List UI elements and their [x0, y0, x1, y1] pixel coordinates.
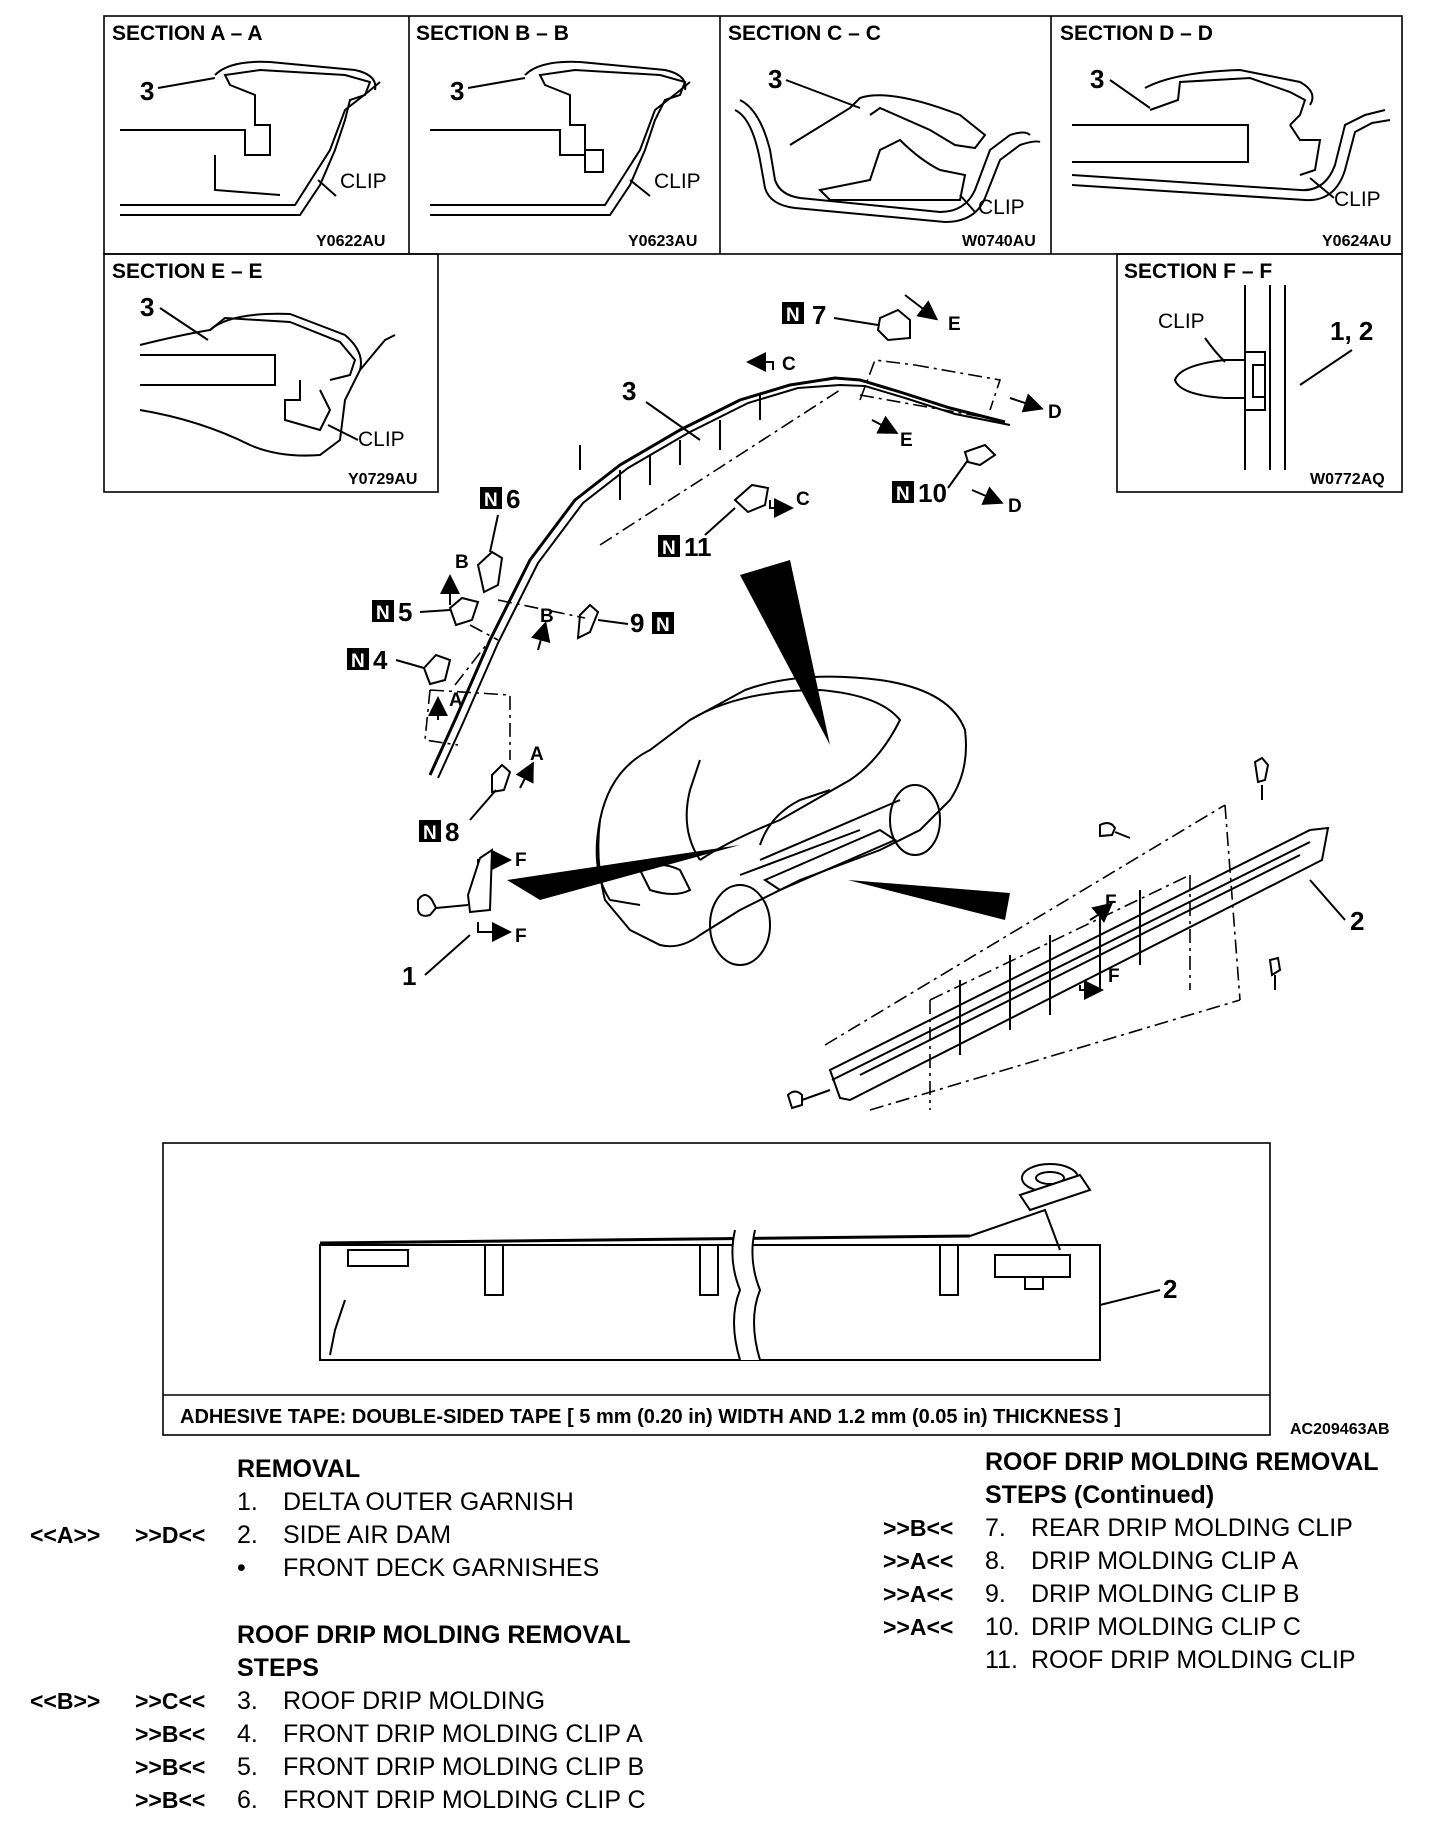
- section-e-code: Y0729AU: [348, 471, 417, 488]
- callout-11: 11: [684, 532, 712, 562]
- arrow-e1: E: [948, 314, 961, 335]
- section-a: SECTION A – A 3 CLIP Y0622AU: [112, 22, 387, 250]
- arrow-b1: B: [455, 552, 469, 573]
- roof-step-3: <<B>> >>C<< 3.ROOF DRIP MOLDING: [30, 1687, 546, 1715]
- arrow-c1: C: [782, 354, 796, 375]
- badge-5: N: [376, 603, 390, 624]
- section-a-clip: CLIP: [340, 170, 387, 193]
- removal-heading: REMOVAL: [237, 1455, 361, 1483]
- callout-10: 10: [918, 478, 947, 508]
- roof-step-4: >>B<< 4.FRONT DRIP MOLDING CLIP A: [135, 1720, 643, 1748]
- section-panels: [103, 15, 1403, 493]
- badge-6: N: [484, 490, 498, 511]
- callout-1: 1: [402, 961, 416, 991]
- section-b-part: 3: [450, 76, 464, 106]
- roof-steps-cont-heading: ROOF DRIP MOLDING REMOVAL: [985, 1448, 1379, 1476]
- callout-5: 5: [398, 597, 412, 627]
- section-b-title: SECTION B – B: [416, 22, 569, 45]
- section-b-code: Y0623AU: [628, 233, 697, 250]
- badge-7: N: [786, 305, 800, 326]
- callout-2: 2: [1350, 906, 1364, 936]
- section-c-title: SECTION C – C: [728, 22, 881, 45]
- arrow-a1: A: [449, 690, 463, 711]
- car-body: [507, 560, 1010, 966]
- callout-3: 3: [622, 376, 636, 406]
- arrow-a2: A: [530, 744, 544, 765]
- figure-code: AC209463AB: [1290, 1421, 1390, 1438]
- roof-step-5: >>B<< 5.FRONT DRIP MOLDING CLIP B: [135, 1753, 645, 1781]
- roof-step-11: 11.ROOF DRIP MOLDING CLIP: [985, 1646, 1356, 1674]
- section-e-part: 3: [140, 292, 154, 322]
- arrow-f1: F: [515, 850, 527, 871]
- arrow-f3: F: [1105, 892, 1117, 913]
- section-c-part: 3: [768, 64, 782, 94]
- badge-8: N: [423, 823, 437, 844]
- removal-list: REMOVAL 1.DELTA OUTER GARNISH <<A>> >>D<…: [30, 1453, 600, 1585]
- section-a-code: Y0622AU: [316, 233, 385, 250]
- badge-11: N: [662, 538, 676, 559]
- roof-step-7: >>B<< 7.REAR DRIP MOLDING CLIP: [883, 1514, 1353, 1542]
- callout-9: 9: [630, 608, 644, 638]
- roof-steps-heading-2: STEPS: [237, 1654, 319, 1682]
- arrow-d2: D: [1008, 496, 1022, 517]
- section-b: SECTION B – B 3 CLIP Y0623AU: [416, 22, 701, 250]
- mark-install-d: >>D<<: [135, 1522, 206, 1548]
- section-c-clip: CLIP: [978, 196, 1025, 219]
- roof-steps-continued-list: ROOF DRIP MOLDING REMOVAL STEPS (Continu…: [883, 1446, 1379, 1677]
- clips: N 7 N 10 N 11 N 6 N 5 N 4 9: [347, 300, 997, 847]
- arrow-f2: F: [515, 926, 527, 947]
- roof-step-8: >>A<< 8.DRIP MOLDING CLIP A: [883, 1547, 1299, 1575]
- section-b-clip: CLIP: [654, 170, 701, 193]
- tape-detail: 2 ADHESIVE TAPE: DOUBLE-SIDED TAPE [ 5 m…: [162, 1142, 1271, 1436]
- roof-step-10: >>A<< 10.DRIP MOLDING CLIP C: [883, 1613, 1301, 1641]
- section-c: SECTION C – C 3 CLIP W0740AU: [728, 22, 1041, 250]
- delta-outer-garnish: 1: [402, 848, 494, 991]
- roof-steps-list: ROOF DRIP MOLDING REMOVAL STEPS <<B>> >>…: [30, 1619, 646, 1817]
- section-arrows: E C D E D C B B A A F F F F: [428, 294, 1120, 1000]
- callout-7: 7: [812, 300, 826, 330]
- roof-steps-cont-heading-2: STEPS (Continued): [985, 1481, 1215, 1509]
- removal-item-2: <<A>> >>D<< 2.SIDE AIR DAM: [30, 1519, 599, 1552]
- tape-note: ADHESIVE TAPE: DOUBLE-SIDED TAPE [ 5 mm …: [180, 1406, 1121, 1428]
- roof-steps-heading: ROOF DRIP MOLDING REMOVAL: [237, 1621, 631, 1649]
- arrow-c2: C: [796, 489, 810, 510]
- mark-remove-a: <<A>>: [30, 1522, 101, 1548]
- callout-2-detail: 2: [1163, 1274, 1177, 1304]
- arrow-b2: B: [540, 606, 554, 627]
- arrow-d1: D: [1048, 402, 1062, 423]
- roof-drip-molding: 3: [428, 359, 1011, 779]
- section-a-part: 3: [140, 76, 154, 106]
- section-e-title: SECTION E – E: [112, 260, 263, 283]
- callout-8: 8: [445, 817, 459, 847]
- callout-4: 4: [373, 645, 388, 675]
- section-d-code: Y0624AU: [1322, 233, 1391, 250]
- section-f: SECTION F – F CLIP 1, 2 W0772AQ: [1124, 260, 1385, 488]
- section-f-title: SECTION F – F: [1124, 260, 1272, 283]
- badge-10: N: [896, 484, 910, 505]
- roof-step-9: >>A<< 9.DRIP MOLDING CLIP B: [883, 1580, 1300, 1608]
- section-d-title: SECTION D – D: [1060, 22, 1213, 45]
- section-a-title: SECTION A – A: [112, 22, 263, 45]
- arrow-f4: F: [1108, 966, 1120, 987]
- removal-item-bullet: •FRONT DECK GARNISHES: [237, 1554, 600, 1582]
- roof-step-6: >>B<< 6.FRONT DRIP MOLDING CLIP C: [135, 1786, 646, 1814]
- section-f-code: W0772AQ: [1310, 471, 1385, 488]
- callout-6: 6: [506, 484, 520, 514]
- section-d-part: 3: [1090, 64, 1104, 94]
- removal-item-1: 1.DELTA OUTER GARNISH: [237, 1488, 574, 1516]
- section-d: SECTION D – D 3 CLIP Y0624AU: [1060, 22, 1391, 250]
- section-e: SECTION E – E 3 CLIP Y0729AU: [112, 260, 417, 488]
- section-c-code: W0740AU: [962, 233, 1036, 250]
- badge-9: N: [656, 615, 670, 636]
- section-f-clip: CLIP: [1158, 310, 1205, 333]
- section-e-clip: CLIP: [358, 428, 405, 451]
- side-air-dam: 2: [786, 756, 1364, 1111]
- section-d-clip: CLIP: [1334, 188, 1381, 211]
- badge-4: N: [351, 651, 365, 672]
- section-f-part: 1, 2: [1330, 316, 1373, 346]
- arrow-e2: E: [900, 430, 913, 451]
